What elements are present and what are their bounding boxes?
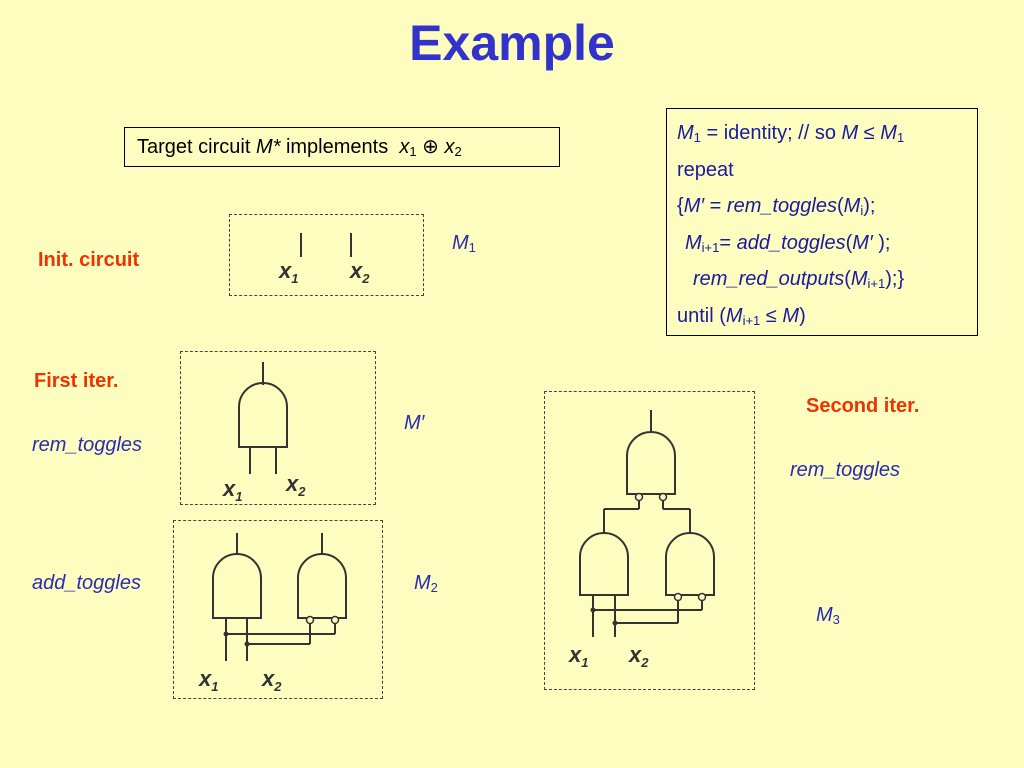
algo-brace: { [677,195,684,217]
input-label-x2: x2 [628,642,649,670]
input-label-x2: x2 [349,258,370,286]
input-label-x2: x2 [261,666,282,694]
target-var2: x [444,136,455,158]
inverter-bubble [673,592,683,602]
m-sub: 2 [430,580,438,595]
m-sub: 1 [468,240,476,255]
target-var1: x [399,136,410,158]
m-letter: M [414,572,431,594]
algo-function: rem_red_outputs [693,268,845,290]
algo-mprime: M′ [683,195,705,217]
algo-text: = [704,195,727,217]
algo-paren: ( [836,195,844,217]
algo-sub: i [860,203,864,218]
and-gate-right [665,532,715,596]
algo-sub: 1 [896,130,905,145]
label-second-iter: Second iter. [806,395,920,417]
algo-text: ); [872,231,891,254]
algo-paren: ( [844,268,851,290]
circuit-m2-box: x1 x2 [173,520,383,699]
target-circuit-name: M* [255,136,281,158]
algo-function: rem_toggles [726,195,837,217]
and-gate-left [579,532,629,596]
algo-line-rem-toggles: {M′ = rem_toggles(Mi); [677,188,977,225]
circuit-m3-diagram: x1 x2 [568,410,715,670]
input-label-x1: x1 [222,476,242,504]
algo-line-add-toggles: Mi+1= add_toggles(M′ ); [677,225,977,262]
m-letter: M [816,604,833,626]
algo-sub: i+1 [867,276,886,291]
algo-m: M [841,122,859,144]
and-gate-top [626,431,676,495]
inverter-bubble [634,492,644,502]
algo-text: ) [799,304,806,327]
algorithm-box: M1 = identity; // so M ≤ M1 repeat {M′ =… [666,108,978,336]
algo-paren: ( [845,231,853,254]
label-rem-toggles-right: rem_toggles [790,459,901,481]
input-label-x1: x1 [278,258,298,286]
algo-m: M [677,122,694,144]
algo-m: M [725,304,743,327]
junction-dot [244,641,250,647]
algo-mprime: M′ [852,231,873,254]
m-sub: 3 [832,612,840,627]
target-sub2: 2 [454,144,462,159]
algo-line-init: M1 = identity; // so M ≤ M1 [677,115,977,152]
target-sub1: 1 [409,144,417,159]
label-m2: M2 [414,572,438,595]
circuit-init-box: x1 x2 [229,214,424,296]
input-label-x1: x1 [198,666,218,694]
algo-line-until: until (Mi+1 ≤ M) [677,298,977,335]
algo-text: );} [885,268,905,290]
circuit-m2-diagram: x1 x2 [198,533,347,694]
algo-keyword: until ( [677,304,726,327]
label-m1: M1 [452,232,476,255]
input-label-x1: x1 [568,642,588,670]
circuit-init-diagram: x1 x2 [278,233,370,286]
target-prefix: Target circuit [137,136,256,158]
algo-text: = identity; // so [700,122,842,144]
algo-sub: i+1 [701,239,720,255]
label-first-iter: First iter. [34,370,119,392]
label-init-circuit: Init. circuit [38,249,140,271]
inverter-bubble [658,492,668,502]
label-rem-toggles-left: rem_toggles [32,434,143,456]
algo-function: add_toggles [736,231,846,254]
target-circuit-box: Target circuit M* implements x1 ⊕ x2 [124,127,560,167]
algo-m: M [880,122,897,144]
algo-le: ≤ [858,122,881,144]
inverter-bubble [330,615,340,625]
junction-dot [223,631,229,637]
algo-sub: i+1 [742,312,761,328]
algo-text: ); [863,195,876,217]
circuit-m3-box: x1 x2 [544,391,755,690]
label-add-toggles: add_toggles [32,572,141,594]
algo-m: M [782,304,800,327]
algo-line-repeat: repeat [677,158,734,181]
and-gate-left [212,553,262,619]
target-middle: implements [280,136,394,158]
circuit-mprime-diagram: x1 x2 [222,362,306,504]
algo-line-rem-red: rem_red_outputs(Mi+1);} [677,261,977,298]
algo-m: M [843,195,861,217]
inverter-bubble [697,592,707,602]
m-letter: M [452,232,469,254]
algo-m: M [850,268,868,290]
algo-m: M [685,231,702,254]
slide-title: Example [409,15,615,71]
input-label-x2: x2 [285,471,306,499]
and-gate-right [297,553,347,619]
and-gate [238,382,288,448]
xor-symbol: ⊕ [422,136,439,158]
junction-dot [612,620,618,626]
label-mprime: M′ [404,412,425,434]
algo-sub: 1 [693,130,701,145]
junction-dot [590,607,596,613]
algo-text: = [719,231,737,254]
algo-le: ≤ [760,304,783,327]
circuit-mprime-box: x1 x2 [180,351,376,505]
label-m3: M3 [816,604,840,627]
inverter-bubble [305,615,315,625]
